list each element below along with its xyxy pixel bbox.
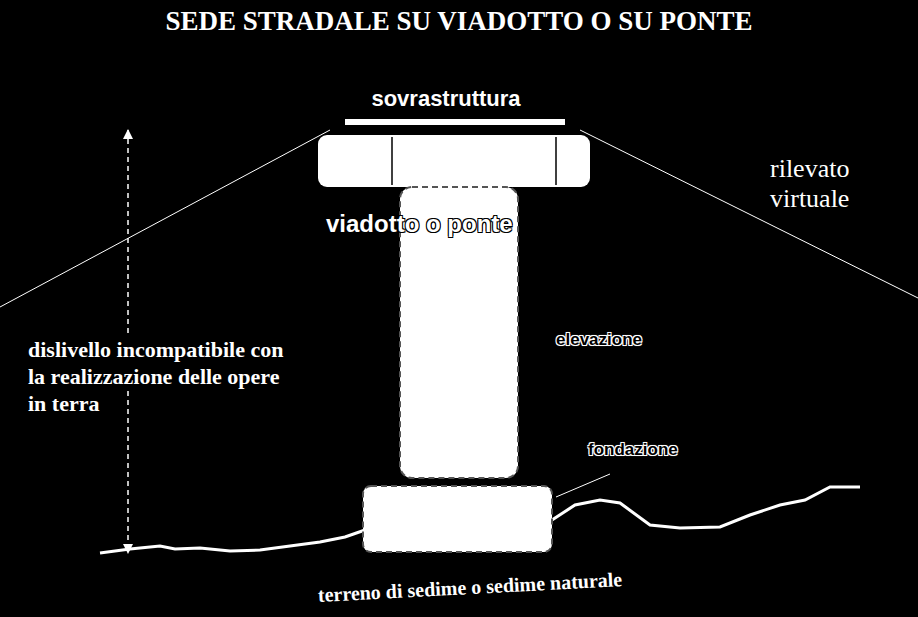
cap-joint bbox=[555, 137, 557, 185]
height-note: dislivello incompatibile con la realizza… bbox=[26, 336, 288, 417]
foundation-label: fondazione bbox=[588, 440, 738, 460]
superstructure-label: sovrastruttura bbox=[336, 86, 556, 112]
ground-line bbox=[100, 487, 860, 553]
embankment-slope bbox=[580, 130, 918, 298]
viaduct-label: viadotto o ponte bbox=[326, 210, 586, 238]
diagram-title: SEDE STRADALE SU VIADOTTO O SU PONTE bbox=[0, 6, 918, 37]
text-patch: rilevato virtuale bbox=[768, 154, 851, 213]
embankment-label: rilevato virtuale bbox=[768, 154, 893, 214]
leader-line bbox=[556, 474, 610, 497]
text-patch: sovrastruttura bbox=[369, 86, 522, 111]
pier-cap bbox=[318, 135, 590, 187]
elevation-label: elevazione bbox=[556, 330, 696, 350]
deck-bar bbox=[345, 119, 565, 125]
text-patch: dislivello incompatibile con la realizza… bbox=[26, 337, 285, 416]
cap-joint bbox=[391, 137, 393, 185]
foundation-block bbox=[363, 486, 552, 552]
embankment-slope bbox=[0, 130, 330, 307]
